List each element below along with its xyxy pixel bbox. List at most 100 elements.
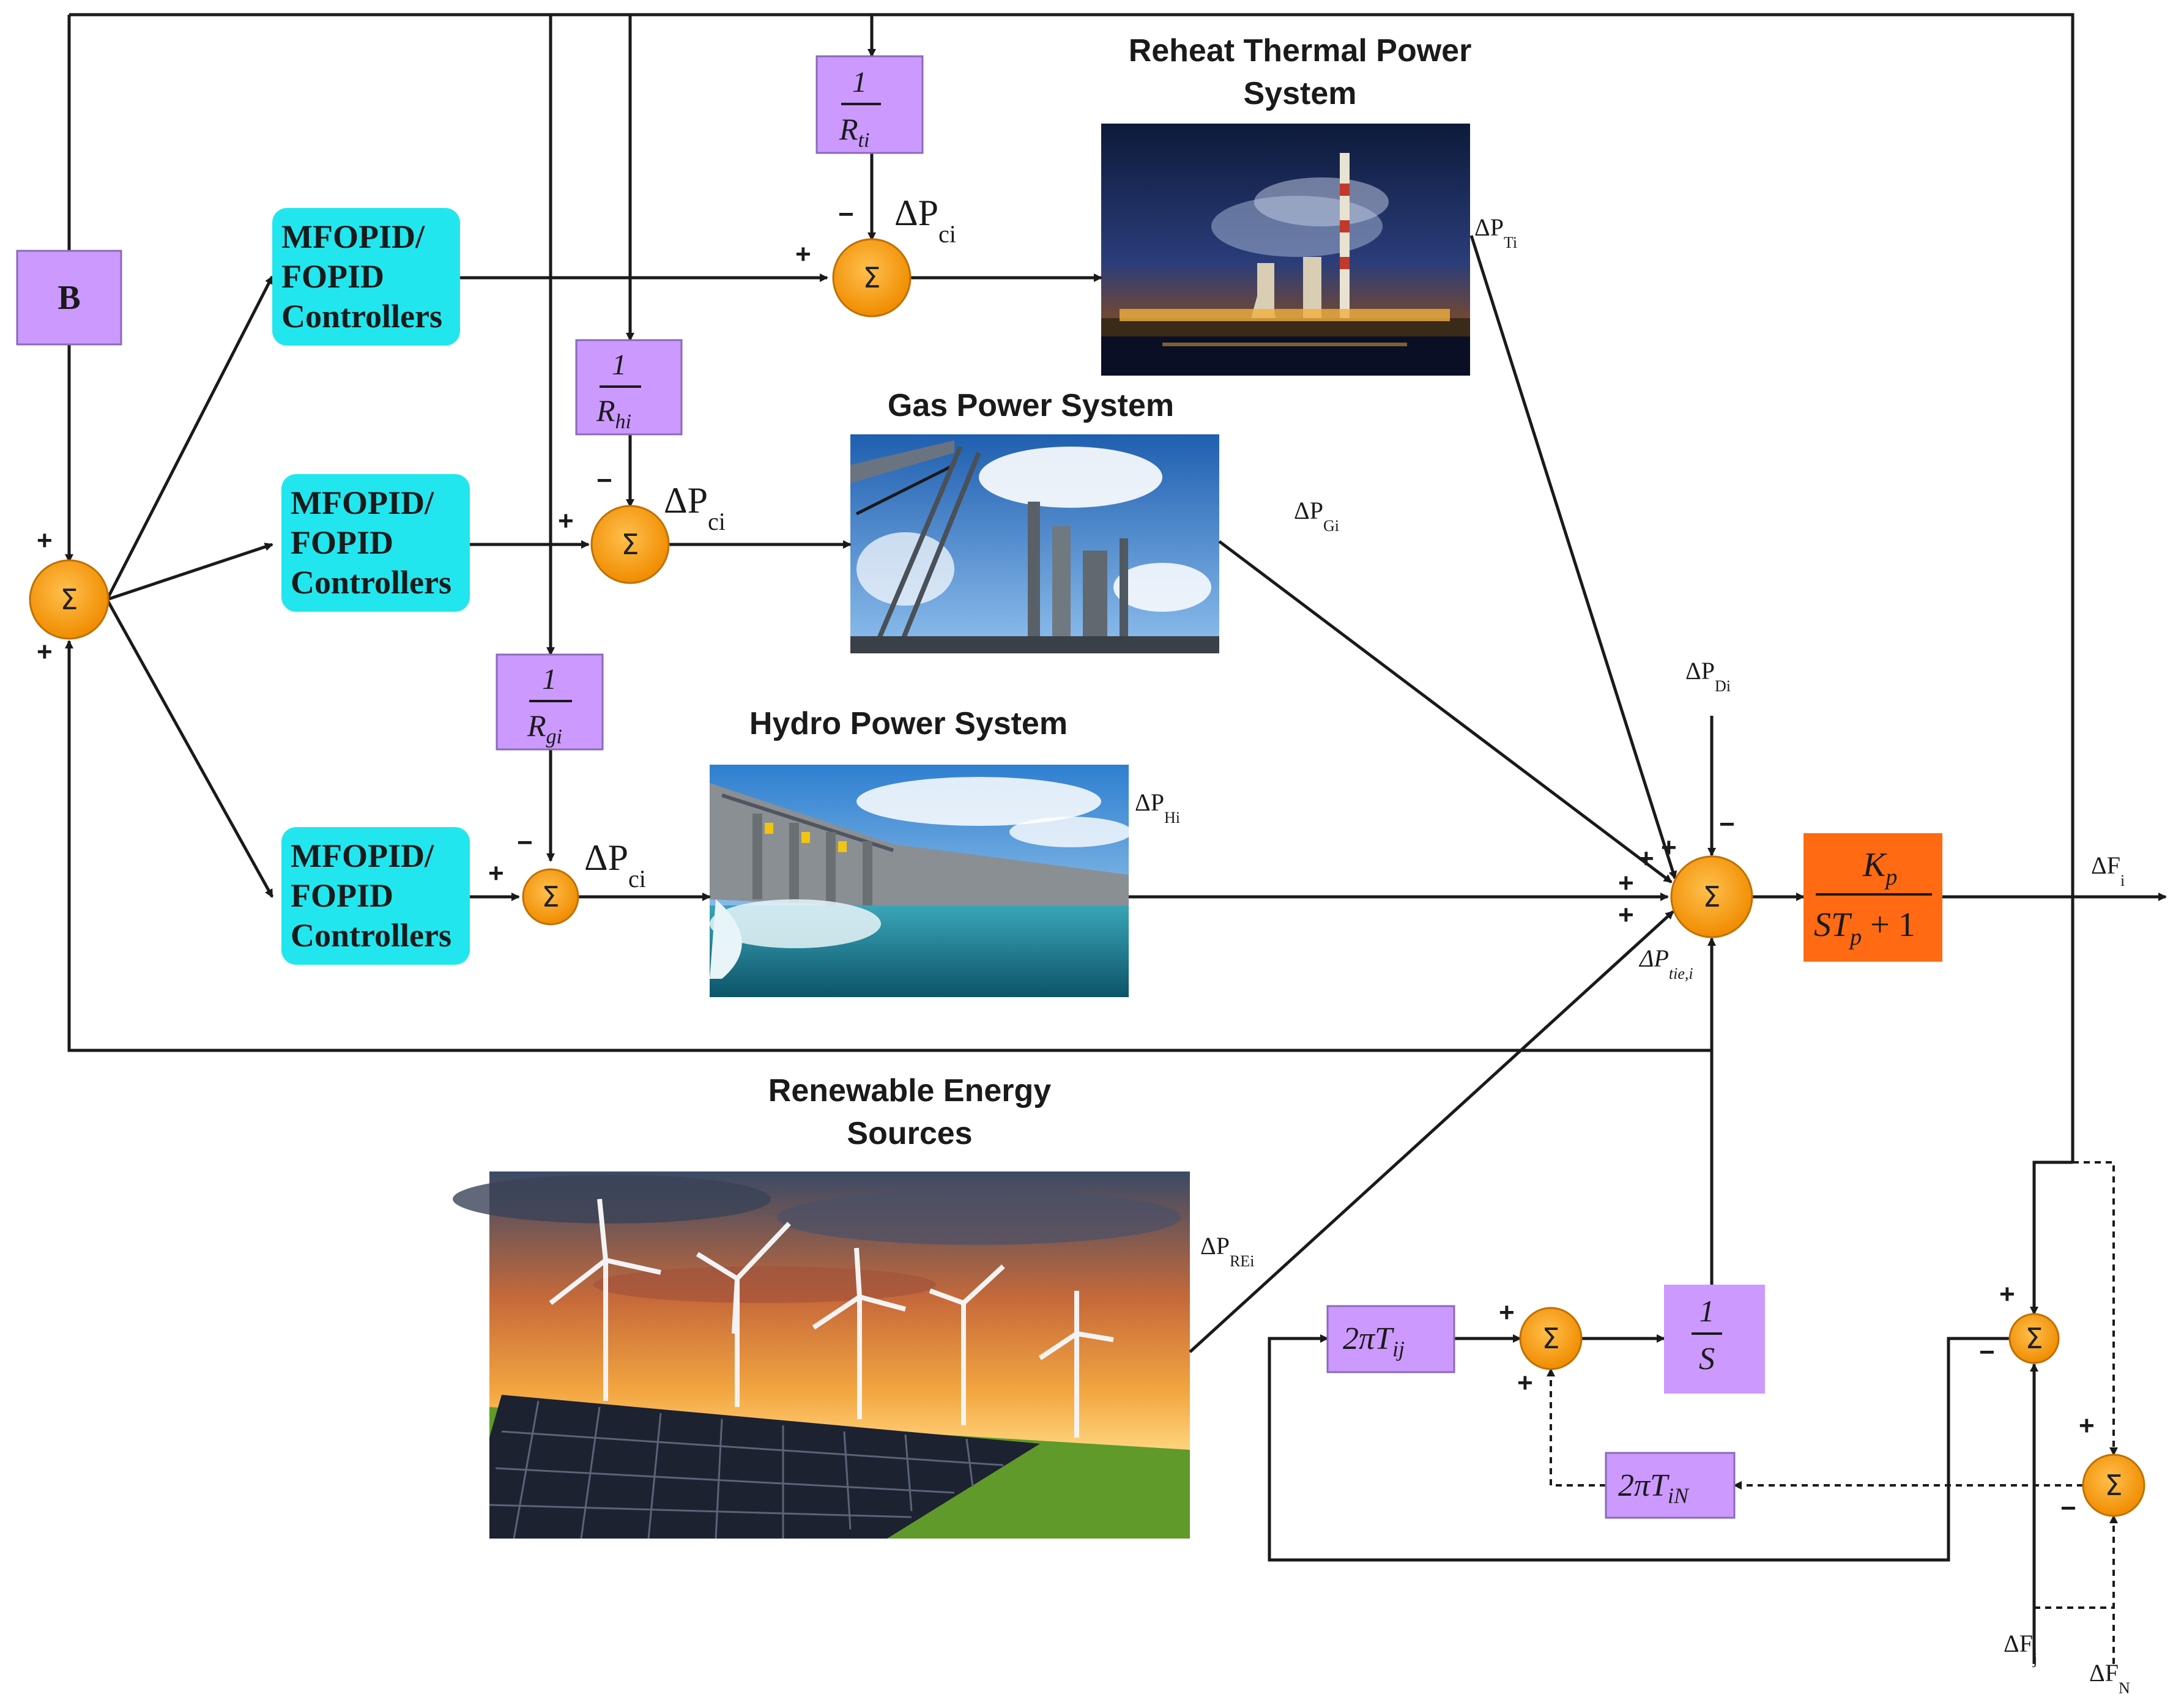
sum-to-ctrl3-line (105, 598, 274, 898)
tie-freq-summer-n: Σ (2082, 1454, 2145, 1517)
sign-main-plus-2: + (1618, 900, 1634, 930)
dptie-label: ΔPtie,i (1638, 945, 1693, 982)
svg-text:Σ: Σ (60, 583, 78, 616)
renewable-image (453, 1171, 1190, 1539)
power-system-plant-block[interactable]: Kp STp + 1 (1803, 833, 1942, 962)
tie-power-summer: Σ (1519, 1307, 1583, 1370)
sign-thermal-minus: − (838, 199, 854, 229)
controller-thermal[interactable]: MFOPID/ FOPID Controllers (272, 208, 460, 346)
integrator-block[interactable]: 1 S (1664, 1285, 1765, 1394)
hydro-plant-image (710, 765, 1132, 997)
thermal-to-main-line (1469, 235, 1677, 880)
main-power-summer: Σ (1670, 855, 1753, 938)
svg-text:Σ: Σ (621, 528, 639, 561)
dpre-label: ΔPREi (1200, 1232, 1254, 1270)
dpc-gas-label: ΔPci (664, 480, 726, 535)
sign-hydro-minus: − (517, 828, 533, 858)
gas-summer: Σ (590, 505, 670, 584)
sum-to-ctrl1-line (105, 275, 274, 601)
integrator-den: S (1699, 1342, 1715, 1376)
sign-area-plus-bottom: + (37, 637, 53, 667)
controller-thermal-line2: FOPID (281, 258, 384, 295)
sign-thermal-plus: + (795, 239, 811, 269)
tin-to-tie-sum-line (1547, 1368, 1606, 1487)
hydro-title: Hydro Power System (749, 706, 1068, 741)
sign-main-minus: − (1719, 809, 1735, 839)
bias-b-label: B (58, 279, 80, 317)
dpg-label: ΔPGi (1294, 497, 1339, 535)
svg-text:Σ: Σ (541, 880, 559, 913)
sign-main-plus-4: + (1661, 833, 1677, 863)
area-error-summer: Σ (29, 559, 110, 640)
renewable-to-main-line (1189, 910, 1674, 1353)
top-feedback-line (69, 13, 2075, 1162)
dpt-label: ΔPTi (1474, 214, 1517, 251)
tie-ij-block[interactable]: 2πTij (1326, 1305, 1455, 1373)
dfn-label: ΔFN (2089, 1659, 2130, 1697)
tie-freq-summer-j: Σ (2008, 1313, 2060, 1364)
dph-label: ΔPHi (1135, 789, 1180, 826)
thermal-summer: Σ (832, 238, 912, 317)
rti-num: 1 (852, 66, 867, 98)
svg-text:Σ: Σ (863, 261, 880, 294)
sign-tie-plus-2: + (1517, 1368, 1533, 1398)
controller-thermal-line3: Controllers (281, 298, 442, 335)
dpd-label: ΔPDi (1685, 657, 1731, 695)
dpc-thermal-label: ΔPci (894, 193, 956, 248)
sum-to-ctrl2-line (106, 543, 273, 601)
bias-b-block[interactable]: B (16, 250, 122, 346)
controller-hydro-line2: FOPID (291, 877, 393, 914)
rhi-den: Rhi (596, 393, 631, 433)
controller-hydro-line3: Controllers (291, 917, 451, 954)
sign-j-plus: + (1999, 1279, 2015, 1309)
sign-gas-plus: + (558, 506, 574, 536)
droop-rhi-block[interactable]: 1 Rhi (575, 339, 683, 436)
sign-gas-minus: − (596, 466, 612, 496)
sign-n-plus: + (2079, 1411, 2095, 1441)
controller-gas-line2: FOPID (291, 524, 393, 561)
sign-hydro-plus: + (488, 858, 504, 888)
plant-den: STp + 1 (1814, 906, 1915, 950)
gas-title: Gas Power System (888, 388, 1174, 423)
sign-tie-plus-1: + (1499, 1298, 1515, 1327)
tie-in-label: 2πTiN (1618, 1468, 1690, 1508)
controller-gas-line3: Controllers (291, 564, 451, 601)
controller-gas-line1: MFOPID/ (291, 485, 434, 521)
tie-feedback-line (65, 640, 1712, 1052)
dfi-label: ΔFi (2091, 852, 2125, 889)
tie-in-block[interactable]: 2πTiN (1605, 1452, 1736, 1519)
plant-num: Kp (1862, 846, 1897, 890)
sign-n-minus: − (2060, 1493, 2076, 1523)
controller-thermal-line1: MFOPID/ (281, 218, 425, 255)
thermal-plant-image (1101, 124, 1470, 376)
sign-j-minus: − (1979, 1337, 1995, 1367)
sign-area-plus-top: + (37, 525, 53, 555)
tie-ij-label: 2πTij (1343, 1321, 1405, 1361)
controller-hydro[interactable]: MFOPID/ FOPID Controllers (281, 827, 470, 965)
rti-den: Rti (839, 112, 869, 152)
droop-rgi-block[interactable]: 1 Rgi (496, 653, 604, 751)
rhi-num: 1 (612, 349, 626, 381)
hydro-summer: Σ (522, 868, 579, 926)
sign-main-plus-3: + (1638, 844, 1654, 874)
controller-hydro-line1: MFOPID/ (291, 837, 434, 874)
svg-text:Σ: Σ (1542, 1322, 1559, 1355)
dfj-label: ΔFj (2004, 1630, 2037, 1668)
tie-loop-line (1268, 1334, 2031, 1562)
droop-rti-block[interactable]: 1 Rti (815, 55, 924, 154)
rgi-den: Rgi (527, 708, 562, 748)
rgi-num: 1 (542, 663, 557, 696)
svg-text:Σ: Σ (2025, 1322, 2043, 1355)
dpc-hydro-label: ΔPci (584, 837, 646, 893)
sign-main-plus-1: + (1618, 868, 1634, 898)
fi-to-tie-sum-line (2030, 1160, 2073, 1315)
svg-text:Σ: Σ (1703, 880, 1720, 913)
svg-text:Σ: Σ (2104, 1469, 2122, 1502)
gas-to-main-line (1218, 540, 1673, 883)
fi-to-n-sum-line (2073, 1161, 2118, 1456)
integrator-num: 1 (1699, 1294, 1715, 1328)
gas-plant-image (850, 434, 1219, 653)
controller-gas[interactable]: MFOPID/ FOPID Controllers (281, 474, 470, 612)
